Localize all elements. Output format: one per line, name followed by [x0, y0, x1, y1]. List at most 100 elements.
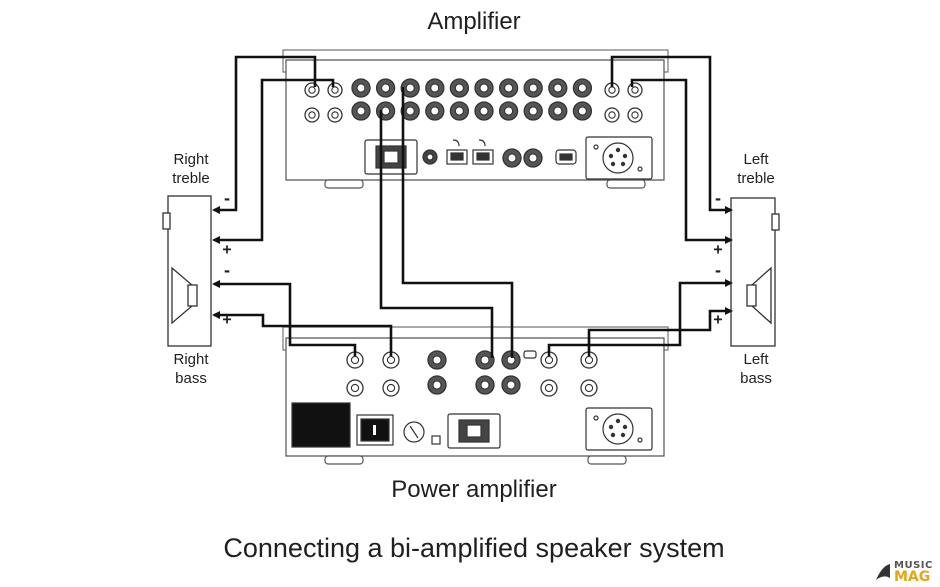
amplifier-speaker-terminal-center: [308, 86, 316, 94]
amplifier-speaker-terminal-center: [608, 86, 616, 94]
power-amplifier-foot-left: [324, 455, 364, 465]
left-speaker-woofer-magnet: [746, 284, 757, 307]
power-amplifier-speaker-terminal-center: [584, 383, 594, 393]
right-treble-plus-sign: +: [222, 240, 232, 258]
amplifier-optical-input-1-port: [450, 152, 464, 161]
left-bass-label-line2: bass: [740, 370, 772, 387]
right-speaker-woofer-magnet: [187, 284, 198, 307]
arrowhead-left-bass-plus: [725, 307, 733, 315]
amplifier-speaker-terminal-center: [608, 111, 616, 119]
amplifier-rca-jack-center: [405, 83, 415, 93]
right-treble-label-line1: Right: [173, 151, 209, 168]
power-amplifier-vent: [291, 402, 351, 448]
amplifier-rca-jack-center: [479, 106, 489, 116]
amplifier-optical-input-2-port: [476, 152, 490, 161]
amplifier-rca-jack-center: [528, 83, 538, 93]
amplifier-rca-jack-center: [577, 106, 588, 116]
amplifier-power-inlet-pin: [383, 150, 399, 164]
power-amplifier-rca-jacks: [346, 350, 598, 397]
amplifier-xlr-socket: [602, 142, 634, 174]
power-amplifier-input-switch: [523, 350, 537, 359]
amplifier-xlr-screw: [637, 166, 643, 172]
power-amplifier-xlr-pin: [610, 432, 616, 438]
speaker-cables: [214, 55, 731, 358]
power-amplifier-xlr-screw: [593, 415, 599, 421]
amplifier-title: Amplifier: [427, 8, 521, 35]
amplifier-foot-right: [606, 179, 646, 189]
power-amplifier-speaker-terminal-center: [350, 355, 360, 365]
right-speaker: [162, 195, 212, 347]
amplifier-rca-jack-center: [356, 106, 366, 116]
power-amplifier-speaker-terminal-center: [386, 355, 396, 365]
power-amplifier-speaker-terminal-center: [386, 383, 396, 393]
left-speaker-tweeter: [771, 213, 780, 231]
amplifier-xlr-screw: [593, 144, 599, 150]
left-treble-plus-sign: +: [713, 240, 723, 258]
power-amplifier-rca-jack-center: [480, 355, 490, 365]
cable-interconnect-2: [401, 87, 514, 358]
right-bass-minus-sign: -: [222, 262, 232, 280]
amplifier-rca-jack-center: [479, 83, 489, 93]
arrowhead-right-treble-minus: [212, 206, 220, 214]
cable-right-treble-plus: [214, 78, 335, 242]
right-treble-minus-sign: -: [222, 190, 232, 208]
amplifier-xlr-pin: [615, 147, 621, 153]
amplifier-xlr-pin: [608, 153, 614, 159]
amplifier-foot-left: [324, 179, 364, 189]
power-amplifier-rca-jack-center: [432, 355, 442, 365]
cable-left-treble-minus: [610, 55, 731, 212]
left-bass-label: Left bass: [721, 350, 791, 388]
amplifier-rca-jack-center: [553, 106, 563, 116]
amplifier-rca-jack-center: [381, 83, 391, 93]
amplifier-optical-marker-2: [478, 139, 486, 147]
cable-right-treble-minus: [214, 55, 317, 212]
amplifier-xlr-pin: [610, 161, 616, 167]
power-amplifier-foot-right: [587, 455, 627, 465]
amplifier-rca-jack-center: [454, 83, 465, 93]
arrowhead-left-treble-plus: [725, 236, 733, 244]
right-treble-label-line2: treble: [172, 170, 210, 187]
power-amplifier-rca-jack-center: [480, 380, 490, 390]
cable-left-treble-plus: [630, 78, 731, 242]
musicmag-watermark-line2: MAG: [894, 569, 931, 585]
arrowhead-right-bass-plus: [212, 311, 220, 319]
left-speaker: [730, 197, 780, 347]
cable-left-bass-minus: [547, 281, 731, 356]
left-bass-label-line1: Left: [743, 351, 769, 368]
amplifier-rca-jack-center: [356, 83, 366, 93]
right-bass-label-line2: bass: [175, 370, 207, 387]
power-amplifier-xlr-pin: [608, 424, 614, 430]
power-amplifier-xlr-socket: [602, 413, 634, 445]
left-treble-label-line2: treble: [737, 170, 775, 187]
cable-interconnect-1: [379, 110, 494, 358]
power-amplifier-trigger-port: [431, 435, 441, 445]
amplifier-rca-jack-center: [577, 83, 588, 93]
left-treble-minus-sign: -: [713, 190, 723, 208]
musicmag-logo: [876, 564, 890, 580]
left-bass-plus-sign: +: [713, 310, 723, 328]
power-amplifier-rca-jack-center: [432, 380, 442, 390]
right-bass-label-line1: Right: [173, 351, 209, 368]
musicmag-watermark: MUSIC MAG: [894, 560, 933, 584]
arrowhead-right-treble-plus: [212, 236, 220, 244]
amplifier-ground-terminal-center: [426, 153, 434, 161]
amplifier-rca-jack-center: [504, 106, 514, 116]
power-amplifier-speaker-terminal-center: [544, 355, 554, 365]
amplifier-speaker-terminal-center: [331, 86, 339, 94]
right-speaker-tweeter: [162, 212, 171, 230]
power-amplifier-speaker-terminal-center: [350, 383, 360, 393]
right-bass-plus-sign: +: [222, 310, 232, 328]
power-amplifier-selector-knob-mark: [409, 425, 419, 439]
left-treble-label: Left treble: [721, 150, 791, 188]
amplifier-rca-jack-center: [454, 106, 465, 116]
arrowhead-right-bass-minus: [212, 280, 220, 288]
right-bass-label: Right bass: [156, 350, 226, 388]
amplifier-rca-jack-center: [430, 106, 440, 116]
amplifier-rca-jack-center: [528, 106, 538, 116]
power-amplifier-rca-jack-center: [506, 380, 516, 390]
amplifier-speaker-terminal-center: [631, 111, 639, 119]
musicmag-logo-icon: [876, 564, 890, 580]
amplifier-rca-jack-center: [381, 106, 391, 116]
power-amplifier-power-inlet-pin: [466, 424, 482, 438]
amplifier-xlr-pin: [622, 153, 628, 159]
